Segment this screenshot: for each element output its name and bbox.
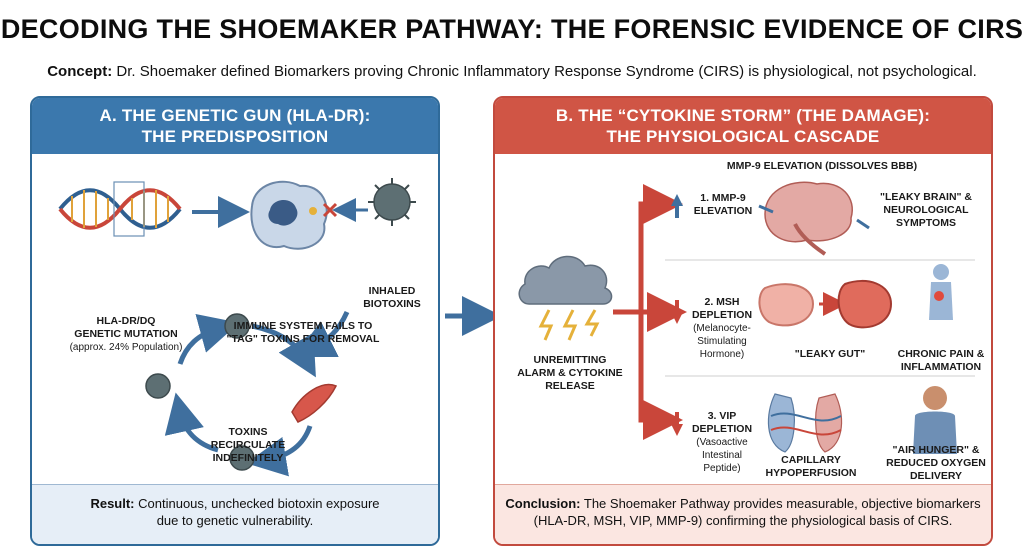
blood-vessel-icon bbox=[291, 383, 338, 423]
gene-label-line2: GENETIC MUTATION bbox=[74, 328, 178, 340]
concept-label: Concept: bbox=[47, 63, 113, 80]
cycle-label-line2: RECIRCULATE bbox=[210, 439, 286, 451]
panel-a-title-line2: THE PREDISPOSITION bbox=[141, 127, 329, 146]
msh-label-line2: DEPLETION bbox=[691, 309, 753, 321]
result-text-line1: Continuous, unchecked biotoxin exposure bbox=[138, 496, 380, 511]
panel-b-title-line2: THE PHYSIOLOGICAL CASCADE bbox=[606, 127, 880, 146]
panel-b-conclusion: Conclusion: The Shoemaker Pathway provid… bbox=[495, 484, 991, 544]
dna-helix-icon bbox=[58, 181, 182, 237]
panel-a-title-line1: A. THE GENETIC GUN (HLA-DR): bbox=[99, 106, 371, 125]
vip-down-arrow-icon bbox=[671, 412, 683, 436]
air-hunger-label-line3: DELIVERY bbox=[909, 470, 963, 482]
result-line1: Result: Continuous, unchecked biotoxin e… bbox=[32, 495, 438, 512]
mmp9-up-arrow-icon bbox=[671, 194, 683, 218]
vip-label-line2: DEPLETION bbox=[691, 423, 753, 435]
panel-genetic-gun: A. THE GENETIC GUN (HLA-DR): THE PREDISP… bbox=[30, 96, 440, 546]
leaky-gut-icon bbox=[837, 279, 893, 329]
panel-b-header: B. THE “CYTOKINE STORM” (THE DAMAGE): TH… bbox=[495, 98, 991, 154]
brain-label-line2: NEUROLOGICAL bbox=[883, 204, 969, 216]
conclusion-text-line2: (HLA-DR, MSH, VIP, MMP-9) confirming the… bbox=[533, 513, 953, 528]
lung-capillary-icon bbox=[767, 393, 843, 453]
brain-arrow-left bbox=[758, 204, 774, 214]
panel-b-title-line1: B. THE “CYTOKINE STORM” (THE DAMAGE): bbox=[555, 106, 931, 125]
msh-down-arrow-icon bbox=[671, 300, 683, 324]
cycle-label-line1: TOXINS bbox=[228, 426, 268, 438]
concept-text: Dr. Shoemaker defined Biomarkers proving… bbox=[116, 63, 977, 80]
brain-label-line1: "LEAKY BRAIN" & bbox=[879, 191, 973, 203]
msh-label-line1: 2. MSH bbox=[704, 296, 740, 308]
pain-label-line1: CHRONIC PAIN & bbox=[897, 348, 985, 360]
immune-label-line1: IMMUNE SYSTEM FAILS TO bbox=[233, 320, 373, 332]
cycle-virus-icons bbox=[145, 313, 255, 471]
air-hunger-label-line1: "AIR HUNGER" & bbox=[892, 444, 980, 456]
immune-label-line2: "TAG" TOXINS FOR REMOVAL bbox=[226, 333, 380, 345]
conclusion-text-line1: The Shoemaker Pathway provides measurabl… bbox=[583, 496, 981, 511]
healthy-intestine-icon bbox=[758, 283, 815, 327]
vip-label-line1: 3. VIP bbox=[707, 410, 737, 422]
gene-label-line1: HLA-DR/DQ bbox=[96, 315, 156, 327]
mmp9-label-line2: ELEVATION bbox=[693, 205, 753, 217]
msh-sub-line3: Hormone) bbox=[699, 349, 745, 360]
conclusion-label: Conclusion: bbox=[505, 496, 581, 511]
gene-label-line3: (approx. 24% Population) bbox=[69, 342, 183, 353]
panel-a-body: HLA-DR/DQ GENETIC MUTATION (approx. 24% … bbox=[32, 154, 438, 484]
vip-sub-line3: Peptide) bbox=[703, 463, 741, 474]
result-text-line2: due to genetic vulnerability. bbox=[156, 513, 314, 528]
conclusion-line1: Conclusion: The Shoemaker Pathway provid… bbox=[495, 495, 991, 512]
brain-icon bbox=[764, 181, 853, 256]
leaky-gut-label: "LEAKY GUT" bbox=[794, 348, 866, 360]
panel-a-header: A. THE GENETIC GUN (HLA-DR): THE PREDISP… bbox=[32, 98, 438, 154]
panel-b-body: MMP-9 ELEVATION (DISSOLVES BBB) 1. MMP-9… bbox=[495, 154, 991, 484]
inhaled-label-line2: BIOTOXINS bbox=[363, 298, 421, 310]
inhaled-label-line1: INHALED bbox=[368, 285, 416, 297]
panel-a-illustration bbox=[58, 178, 416, 477]
panel-b-illustration bbox=[518, 181, 975, 454]
cycle-label-line3: INDEFINITELY bbox=[212, 452, 284, 464]
panel-cytokine-storm: B. THE “CYTOKINE STORM” (THE DAMAGE): TH… bbox=[493, 96, 993, 546]
concept-line: Concept: Dr. Shoemaker defined Biomarker… bbox=[0, 63, 1024, 80]
msh-sub-line2: Stimulating bbox=[697, 336, 747, 347]
panel-a-result: Result: Continuous, unchecked biotoxin e… bbox=[32, 484, 438, 544]
page-title: DECODING THE SHOEMAKER PATHWAY: THE FORE… bbox=[0, 14, 1024, 44]
brain-label-line3: SYMPTOMS bbox=[896, 217, 956, 229]
capillary-label-line2: HYPOPERFUSION bbox=[765, 467, 857, 479]
recirculation-cycle-arrows bbox=[164, 313, 316, 477]
msh-sub-line1: (Melanocyte- bbox=[693, 323, 751, 334]
biotoxin-virus-icon bbox=[368, 178, 416, 226]
mmp9-header: MMP-9 ELEVATION (DISSOLVES BBB) bbox=[726, 160, 918, 172]
pain-label-line2: INFLAMMATION bbox=[900, 361, 982, 373]
vip-sub-line2: Intestinal bbox=[701, 450, 743, 461]
brain-arrow-right bbox=[856, 218, 870, 230]
storm-label-line1: UNREMITTING bbox=[533, 354, 607, 366]
cascade-branch-arrows bbox=[613, 184, 687, 440]
air-hunger-person-icon bbox=[913, 386, 957, 454]
air-hunger-label-line2: REDUCED OXYGEN bbox=[886, 457, 986, 469]
mmp9-label-line1: 1. MMP-9 bbox=[700, 192, 746, 204]
storm-cloud-icon bbox=[518, 255, 613, 341]
storm-label-line2: ALARM & CYTOKINE bbox=[517, 367, 623, 379]
immune-cell-icon bbox=[250, 180, 328, 250]
vip-sub-line1: (Vasoactive bbox=[696, 437, 748, 448]
storm-label-line3: RELEASE bbox=[545, 380, 595, 392]
body-inflammation-icon bbox=[929, 264, 953, 320]
result-label: Result: bbox=[90, 496, 135, 511]
capillary-label-line1: CAPILLARY bbox=[781, 454, 841, 466]
